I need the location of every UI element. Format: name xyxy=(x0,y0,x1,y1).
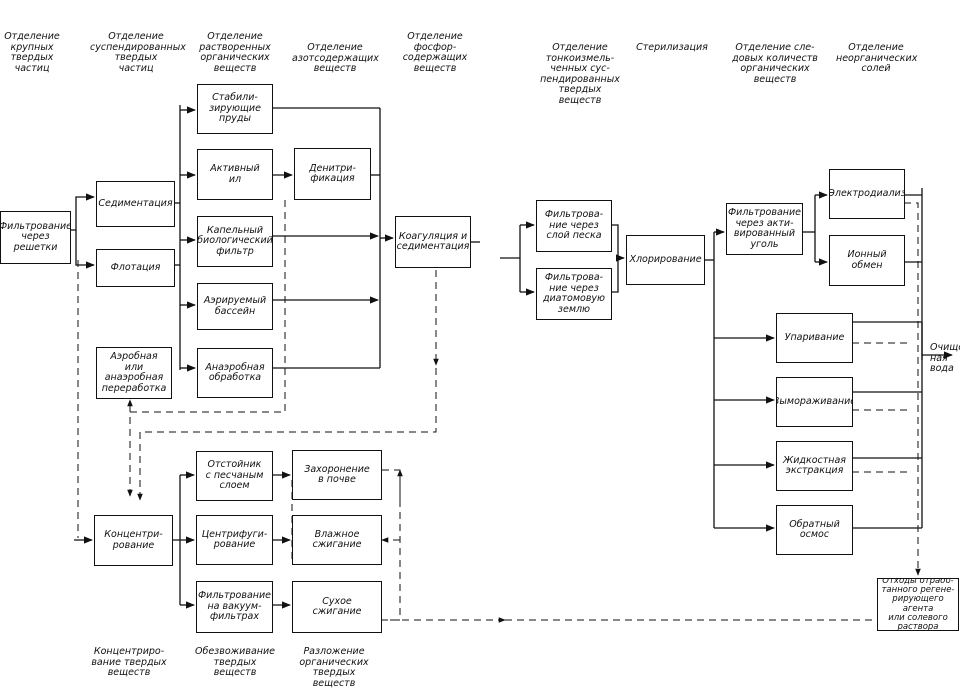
box-waste-regenerant: Отходы отрабо- танного регене- рирующего… xyxy=(877,578,959,631)
box-ion-exchange: Ионный обмен xyxy=(829,235,905,286)
header-suspended-solids: Отделение суспендированных твердых части… xyxy=(90,31,186,74)
box-liquid-extraction: Жидкостная экстракция xyxy=(776,441,853,491)
header-trace-organics: Отделение сле- довых количеств органичес… xyxy=(732,42,818,85)
box-electrodialysis: Электродиализ xyxy=(829,169,905,219)
box-diatomite-filtration: Фильтрова- ние через диатомовую землю xyxy=(536,268,612,320)
box-activated-carbon: Фильтрование через акти- вированный угол… xyxy=(726,203,803,255)
box-sand-filtration: Фильтрова- ние через слой песка xyxy=(536,200,612,252)
footer-solids-concentration: Концентриро- вание твердых веществ xyxy=(91,646,167,678)
box-chlorination: Хлорирование xyxy=(626,235,705,285)
box-trickling-filter: Капельный биологический фильтр xyxy=(197,216,273,267)
box-dry-combustion: Сухое сжигание xyxy=(292,581,382,633)
box-freezing: Вымораживание xyxy=(776,377,853,427)
box-aerobic-processing: Аэробная или анаэробная переработка xyxy=(96,347,172,399)
box-concentration: Концентри- рование xyxy=(94,515,173,566)
outlet-treated-water: Очищен- ная вода xyxy=(930,342,960,374)
box-reverse-osmosis: Обратный осмос xyxy=(776,505,853,555)
box-centrifugation: Центрифуги- рование xyxy=(196,515,273,565)
box-sedimentation: Седиментация xyxy=(96,181,175,227)
header-inorganic-salts: Отделение неорганических солей xyxy=(836,42,918,74)
box-anaerobic-treatment: Анаэробная обработка xyxy=(197,348,273,398)
header-large-solids: Отделение крупных твердых частиц xyxy=(4,31,60,74)
box-soil-burial: Захоронение в почве xyxy=(292,450,382,500)
box-sand-settler: Отстойник с песчаным слоем xyxy=(196,451,273,501)
box-flotation: Флотация xyxy=(96,249,175,287)
box-evaporation: Упаривание xyxy=(776,313,853,363)
header-nitrogen: Отделение азотсодержащих веществ xyxy=(292,42,379,74)
box-stabilizing-ponds: Стабили- зирующие пруды xyxy=(197,84,273,134)
box-coagulation: Коагуляция и седиментация xyxy=(395,216,471,268)
header-phosphorus: Отделение фосфор- содержащих веществ xyxy=(402,31,468,74)
header-fine-solids: Отделение тонкоизмель- ченных сус- пенди… xyxy=(540,42,620,106)
box-activated-sludge: Активный ил xyxy=(197,149,273,200)
box-denitrification: Денитри- фикация xyxy=(294,148,371,200)
header-dissolved-organics: Отделение растворенных органических веще… xyxy=(199,31,271,74)
box-vacuum-filtration: Фильтрование на вакуум- фильтрах xyxy=(196,581,273,633)
footer-solids-dewatering: Обезвоживание твердых веществ xyxy=(194,646,276,678)
box-aerated-basin: Аэрируемый бассейн xyxy=(197,283,273,330)
box-wet-combustion: Влажное сжигание xyxy=(292,515,382,565)
box-screening: Фильтрование через решетки xyxy=(0,211,71,264)
footer-organic-decomposition: Разложение органических твердых веществ xyxy=(299,646,369,689)
header-sterilization: Стерилизация xyxy=(636,42,708,53)
